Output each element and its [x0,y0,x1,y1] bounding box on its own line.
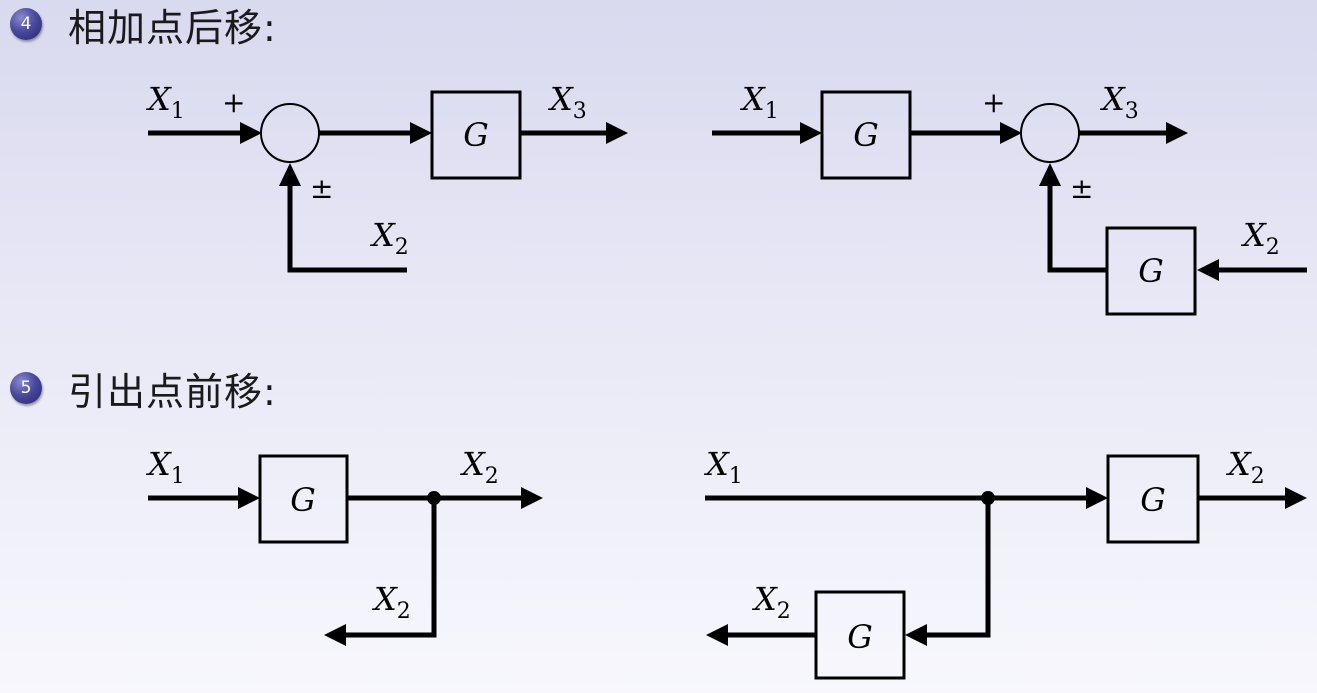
arrow-to-g [1086,487,1108,509]
section-bullet-4: 4 [10,8,42,40]
diagram-sum-after: G G X1 X3 X2 + ± [712,80,1307,316]
arrow-x2-branch-out [706,624,728,646]
wire-g-to-sum-up [1047,185,1107,273]
diagram-pickoff-after: G X1 X2 X2 [145,445,543,646]
block-g-label: G [1140,481,1166,519]
sign-plusminus: ± [1070,172,1093,205]
arrow-x2-branch [324,624,346,646]
section-bullet-5: 5 [10,372,42,404]
summing-junction [1020,103,1080,163]
label-x2-branch: X2 [751,580,791,624]
sign-plusminus: ± [310,172,333,205]
arrow-x2-up [279,163,301,186]
label-x1: X1 [703,445,743,489]
wire-branch [346,498,437,638]
arrow-x3-out [1166,122,1188,144]
arrow-up-to-sum [1039,163,1061,186]
arrow-x3-out [606,122,628,144]
wire-x2-feedback [287,185,407,273]
label-x2-out: X2 [459,445,499,489]
section-title-5: 引出点前移: [68,369,277,414]
arrow-to-sum [1000,122,1022,144]
label-x1: X1 [145,445,185,489]
diagram-sum-before: G X1 X3 X2 + ± [145,80,628,273]
arrow-x2-out [1285,487,1307,509]
label-x3: X3 [547,80,587,124]
arrow-x2-out [521,487,543,509]
wire-branch [926,498,991,638]
label-x1: X1 [145,80,185,124]
diagram-pickoff-before: G G X1 X2 X2 [703,445,1307,680]
label-x3: X3 [1099,80,1139,124]
label-x2-out: X2 [1225,445,1265,489]
block-g-branch-label: G [847,618,873,656]
section-title-4: 相加点后移: [68,5,277,50]
label-x2-branch: X2 [371,580,411,624]
arrow-to-g [410,122,432,144]
block-g-label: G [463,116,489,154]
sign-plus: + [222,86,245,119]
arrow-to-g [800,122,822,144]
arrow-to-g-branch [905,624,927,646]
block-g-feedback-label: G [1138,252,1164,290]
sign-plus: + [982,86,1005,119]
arrow-to-g [238,487,260,509]
block-g-label: G [853,116,879,154]
label-x2: X2 [369,216,409,260]
block-g-label: G [290,481,316,519]
arrow-x2-to-g [1197,259,1219,281]
arrow-to-sum [240,122,262,144]
summing-junction [260,103,320,163]
label-x1: X1 [739,80,779,124]
section-heading-4: 4 相加点后移: [10,2,277,50]
label-x2: X2 [1240,216,1280,260]
section-heading-5: 5 引出点前移: [10,366,277,414]
